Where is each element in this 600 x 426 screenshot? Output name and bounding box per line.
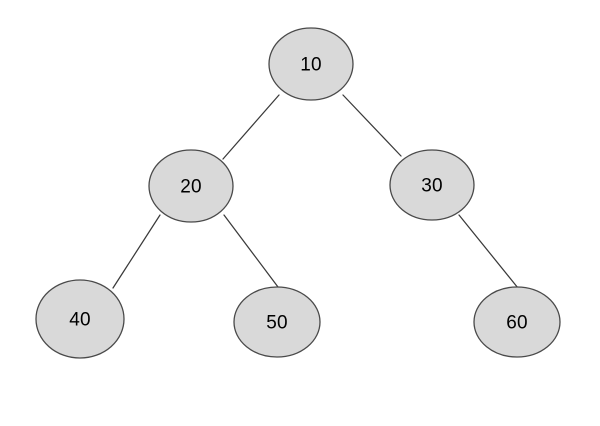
tree-node[interactable]: 60	[473, 286, 561, 358]
tree-edge	[222, 94, 280, 160]
tree-node-label: 60	[506, 313, 528, 334]
tree-node-ellipse[interactable]	[473, 286, 561, 358]
tree-node-ellipse[interactable]	[35, 279, 125, 359]
tree-node-ellipse[interactable]	[233, 286, 321, 358]
tree-node[interactable]: 50	[233, 286, 321, 358]
tree-node-label: 30	[421, 176, 443, 197]
tree-node-label: 50	[266, 313, 288, 334]
tree-edges-layer	[112, 94, 519, 289]
tree-node-ellipse[interactable]	[389, 149, 475, 221]
tree-edge	[112, 214, 161, 289]
tree-node[interactable]: 40	[35, 279, 125, 359]
tree-node-ellipse[interactable]	[268, 27, 354, 101]
tree-node-ellipse[interactable]	[148, 149, 234, 223]
tree-node[interactable]: 10	[268, 27, 354, 101]
tree-edge	[342, 94, 402, 157]
tree-node[interactable]: 30	[389, 149, 475, 221]
tree-node-label: 40	[69, 310, 91, 331]
tree-node-label: 10	[300, 55, 322, 76]
tree-node-label: 20	[180, 177, 202, 198]
tree-node[interactable]: 20	[148, 149, 234, 223]
tree-nodes-layer: 10 20 30 40 50 60	[35, 27, 561, 359]
tree-edge	[458, 214, 519, 289]
tree-edge	[223, 214, 279, 288]
